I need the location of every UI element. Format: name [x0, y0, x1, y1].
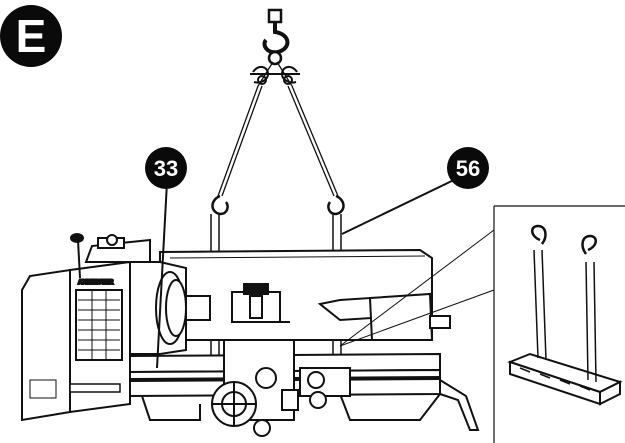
step-badge-letter: E	[16, 10, 47, 62]
step-badge: E	[0, 5, 62, 67]
callout-33: 33	[145, 147, 187, 369]
inset-frame	[493, 205, 625, 443]
lathe-tool-post	[231, 283, 290, 323]
crane-hook-icon	[262, 8, 290, 66]
lathe-leadscrew-gear	[299, 367, 351, 409]
gear-lever-icon	[70, 233, 84, 279]
lathe-carriage	[211, 339, 299, 437]
lathe-headstock: AXMINSTER	[21, 260, 131, 422]
callout-56-label: 56	[456, 156, 480, 181]
callout-56: 56	[341, 147, 489, 235]
lathe-chuck	[129, 261, 211, 355]
lathe-tailstock	[317, 292, 451, 341]
step-badge-circle	[0, 5, 62, 67]
inset-hook-left-icon	[531, 224, 547, 245]
inset-pointer-lines	[339, 229, 495, 347]
machine-brand-label: AXMINSTER	[78, 280, 114, 286]
inset-lifting-stand	[507, 249, 623, 406]
lifting-shackles-icon	[250, 66, 300, 85]
callout-33-label: 33	[154, 156, 178, 181]
lathe-motor-cover	[84, 234, 151, 263]
lifting-slings	[217, 61, 339, 197]
inset-hook-right-icon	[581, 234, 597, 255]
